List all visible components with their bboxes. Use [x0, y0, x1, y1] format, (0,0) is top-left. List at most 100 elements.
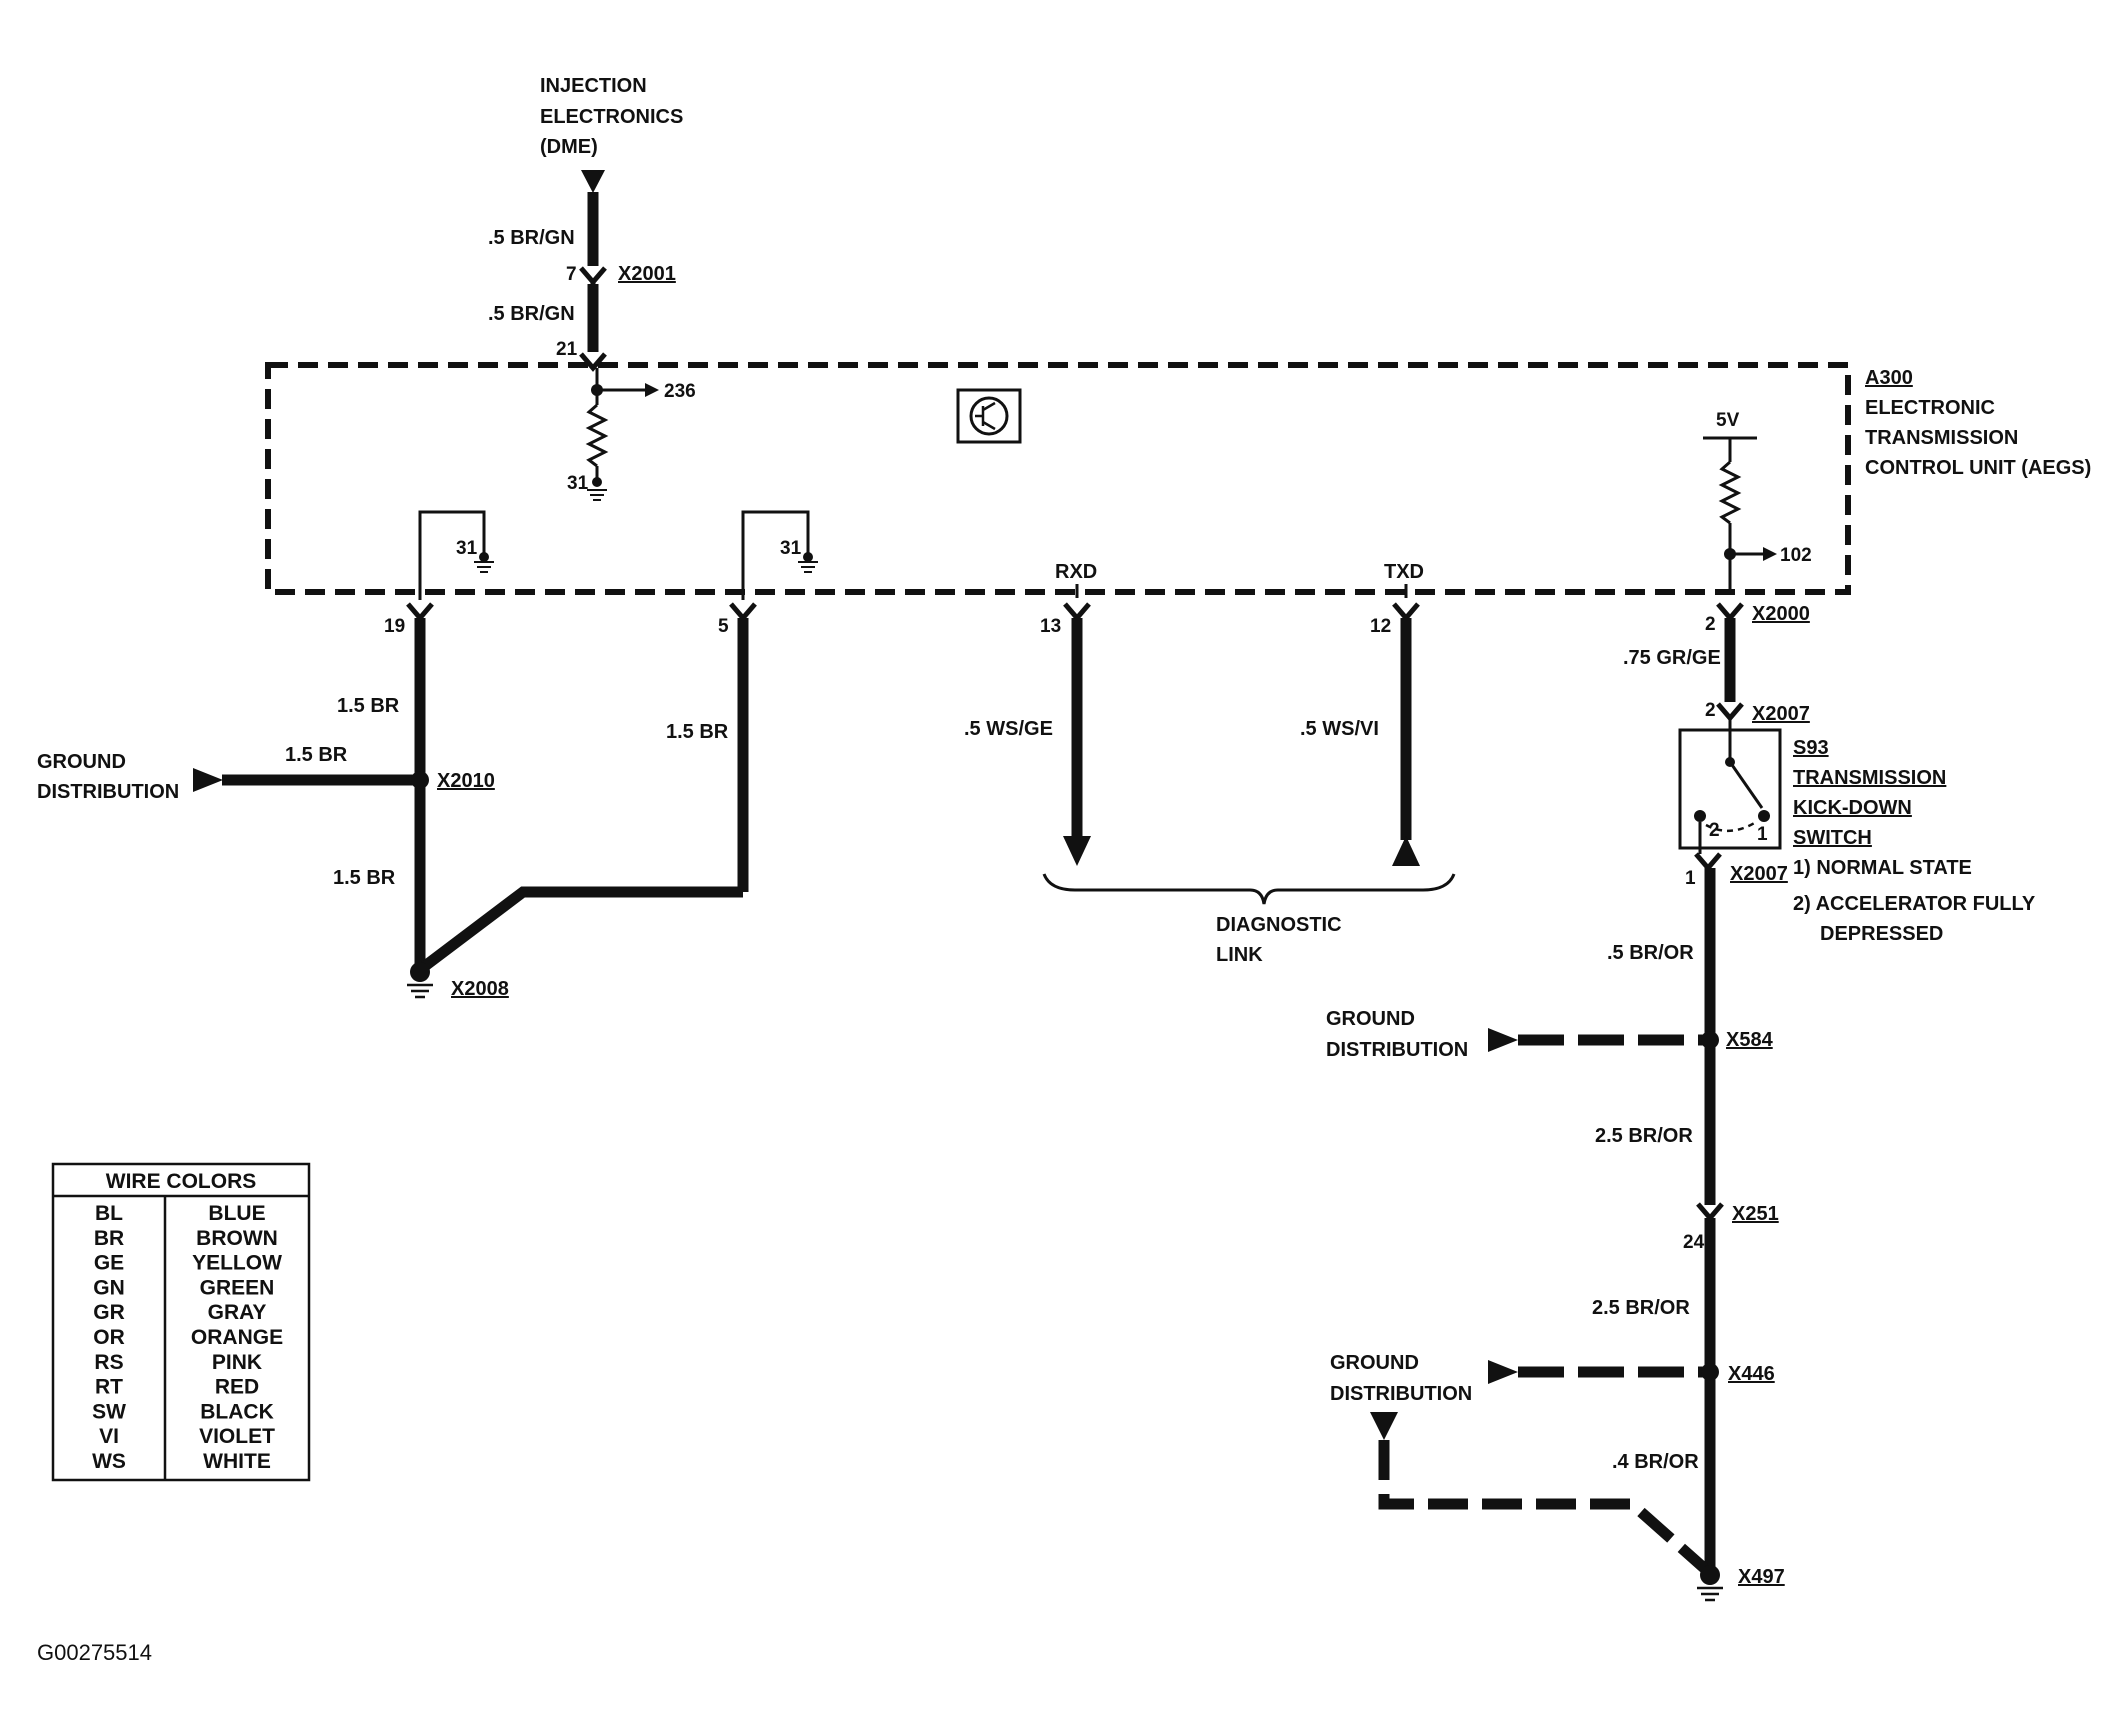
- diagnostic-brace: [1042, 873, 1456, 905]
- pin-19: 19: [384, 616, 405, 637]
- ground-distribution-arrow-3: [1488, 1360, 1518, 1384]
- wire-label-br-a: 1.5 BR: [337, 695, 400, 717]
- connector-label-x584: X584: [1726, 1029, 1774, 1051]
- connector-label-x2007-top: X2007: [1752, 703, 1810, 725]
- pin-7: 7: [566, 264, 577, 285]
- connector-pin-12: [1392, 602, 1420, 622]
- signal-rxd: RXD: [1055, 561, 1097, 583]
- legend-color-name: WHITE: [203, 1450, 271, 1473]
- wire-label-br-or-25b: 2.5 BR/OR: [1592, 1297, 1690, 1319]
- connector-label-x2008: X2008: [451, 978, 509, 1000]
- legend-code: RT: [95, 1376, 123, 1399]
- wire-label-br-or-4: .4 BR/OR: [1612, 1451, 1699, 1473]
- injection-electronics-label-2: ELECTRONICS: [540, 106, 683, 128]
- note-accelerator-1: 2) ACCELERATOR FULLY: [1793, 893, 2036, 915]
- legend-code: BL: [95, 1202, 123, 1225]
- ground-distribution-arrow-1: [193, 768, 223, 792]
- pin-21: 21: [556, 339, 578, 360]
- gnd-dist-1-line2: DISTRIBUTION: [37, 781, 179, 803]
- ref-arrow-236: [645, 383, 659, 397]
- s93-label-2: TRANSMISSION: [1793, 767, 1946, 789]
- pin-24: 24: [1683, 1232, 1705, 1253]
- ground-symbol-31a: [587, 489, 607, 501]
- ref-236: 236: [664, 381, 696, 402]
- legend-color-name: BLACK: [200, 1400, 274, 1423]
- legend-color-name: RED: [215, 1376, 259, 1399]
- ground-symbol-31b: [474, 561, 494, 573]
- pin-2-x2007: 2: [1705, 700, 1716, 721]
- resistor-pull-down: [585, 403, 609, 468]
- wire-label-br-gn-lower: .5 BR/GN: [488, 303, 575, 325]
- legend-frame: [51, 1162, 311, 1482]
- wire-label-gr-ge: .75 GR/GE: [1623, 647, 1721, 669]
- wire-label-br-d: 1.5 BR: [666, 721, 729, 743]
- wire-label-br-or-05: .5 BR/OR: [1607, 942, 1694, 964]
- splice-x446: [1701, 1363, 1719, 1381]
- splice-x2010: [411, 771, 429, 789]
- gnd-dist-3-line1: GROUND: [1330, 1352, 1419, 1374]
- s93-label-4: SWITCH: [1793, 827, 1872, 849]
- connector-label-x2001: X2001: [618, 263, 676, 285]
- connector-pin-21: [579, 352, 607, 372]
- rxd-arrow: [1063, 836, 1091, 866]
- legend-color-name: YELLOW: [192, 1252, 282, 1275]
- connector-x2007-bottom: [1694, 852, 1722, 872]
- note-normal-state: 1) NORMAL STATE: [1793, 857, 1972, 879]
- internal-loop-5: [741, 510, 810, 600]
- s93-label-3: KICK-DOWN: [1793, 797, 1912, 819]
- legend-color-name: GREEN: [200, 1276, 275, 1299]
- control-unit-a300-boundary: [265, 362, 1851, 595]
- connector-label-x2007-bottom: X2007: [1730, 863, 1788, 885]
- gnd-label-31a: 31: [567, 473, 589, 494]
- wire-label-br-b: 1.5 BR: [285, 744, 348, 766]
- legend-code: SW: [92, 1400, 126, 1423]
- gnd-label-31b: 31: [456, 538, 478, 559]
- legend-code: VI: [99, 1425, 119, 1448]
- legend-color-name: ORANGE: [191, 1326, 283, 1349]
- switch-contact-1: [1758, 810, 1770, 822]
- ground-dot-31c: [803, 552, 813, 562]
- connector-pin-5: [729, 602, 757, 622]
- switch-contact-2: [1694, 810, 1706, 822]
- ground-dot-31b: [479, 552, 489, 562]
- pin-2-x2000: 2: [1705, 614, 1716, 635]
- connector-label-x251: X251: [1732, 1203, 1779, 1225]
- diagnostic-label-1: DIAGNOSTIC: [1216, 914, 1342, 936]
- connector-label-x2000: X2000: [1752, 603, 1810, 625]
- transistor-icon: [969, 396, 1009, 436]
- wire-label-br-c: 1.5 BR: [333, 867, 396, 889]
- transistor-icon-leads: [975, 401, 996, 431]
- gnd-dist-3-line2: DISTRIBUTION: [1330, 1383, 1472, 1405]
- legend-code: GN: [93, 1276, 125, 1299]
- transistor-box: [956, 388, 1022, 444]
- legend-code: WS: [92, 1450, 126, 1473]
- s93-label-1: S93: [1793, 737, 1829, 759]
- connector-x2000: [1716, 602, 1744, 622]
- legend-color-name: GRAY: [208, 1301, 267, 1324]
- wire-gnd-dist-4: [1378, 1440, 1708, 1573]
- legend-color-name: PINK: [212, 1351, 262, 1374]
- connector-label-x446: X446: [1728, 1363, 1775, 1385]
- connector-label-x497: X497: [1738, 1566, 1785, 1588]
- supply-5v: 5V: [1716, 410, 1740, 431]
- legend-code: OR: [93, 1326, 125, 1349]
- connector-pin-13: [1063, 602, 1091, 622]
- switch-pin-1: 1: [1757, 824, 1768, 845]
- wire-pin5-to-x2008: [421, 886, 743, 971]
- wire-label-br-or-25a: 2.5 BR/OR: [1595, 1125, 1693, 1147]
- gnd-dist-2-line2: DISTRIBUTION: [1326, 1039, 1468, 1061]
- legend-code: GR: [93, 1301, 125, 1324]
- pin-5: 5: [718, 616, 729, 637]
- a300-label-2: ELECTRONIC: [1865, 397, 1995, 419]
- ground-symbol-x2008: [407, 983, 433, 999]
- switch-travel-arc: [1705, 820, 1757, 832]
- pin-12: 12: [1370, 616, 1391, 637]
- wire-label-br-gn-upper: .5 BR/GN: [488, 227, 575, 249]
- injection-electronics-label-1: INJECTION: [540, 75, 647, 97]
- txd-arrow: [1392, 836, 1420, 866]
- legend-code: RS: [94, 1351, 123, 1374]
- connector-x2001: [579, 266, 607, 286]
- switch-pin-2: 2: [1709, 820, 1720, 841]
